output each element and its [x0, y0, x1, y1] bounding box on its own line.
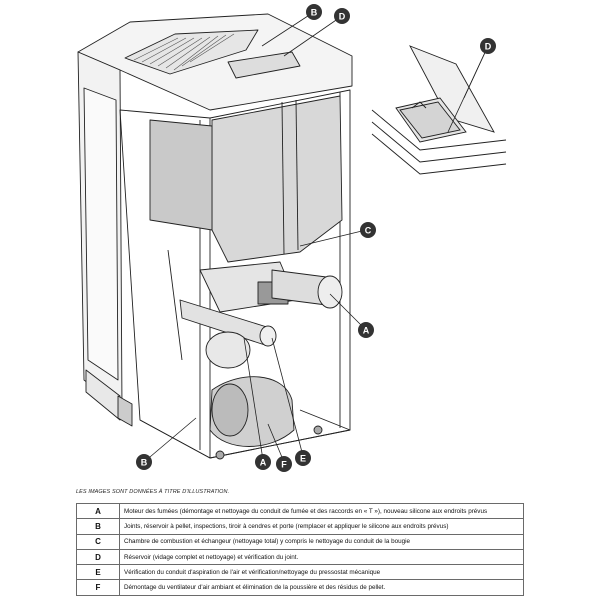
callout-d-top: D	[334, 8, 350, 24]
legend-key: D	[76, 548, 120, 566]
legend-description: Moteur des fumées (démontage et nettoyag…	[119, 502, 524, 520]
svg-text:A: A	[363, 326, 370, 336]
svg-text:F: F	[281, 460, 287, 470]
svg-text:C: C	[365, 226, 372, 236]
svg-text:A: A	[260, 458, 267, 468]
legend-description: Réservoir (vidage complet et nettoyage) …	[119, 548, 524, 566]
svg-text:B: B	[311, 8, 318, 18]
illustration-disclaimer: LES IMAGES SONT DONNÉES À TITRE D'ILLUST…	[76, 489, 230, 495]
legend-key: A	[76, 502, 120, 520]
legend-description: Démontage du ventilateur d'air ambiant e…	[119, 579, 524, 596]
top-grille	[124, 29, 259, 75]
stove-top-cover	[77, 13, 353, 111]
legend-row: B Joints, réservoir à pellet, inspection…	[76, 518, 524, 535]
callout-b-bottom: B	[136, 454, 152, 470]
callout-f: F	[276, 456, 292, 472]
maintenance-legend-table: A Moteur des fumées (démontage et nettoy…	[76, 502, 524, 596]
legend-description: Vérification du conduit d'aspiration de …	[119, 564, 524, 581]
legend-row: F Démontage du ventilateur d'air ambiant…	[76, 579, 524, 596]
callout-a-right: A	[358, 322, 374, 338]
callout-d-inset: D	[480, 38, 496, 54]
callout-e: E	[295, 450, 311, 466]
hopper-inset	[371, 42, 507, 180]
legend-key: C	[76, 533, 120, 550]
hopper-lid	[227, 51, 301, 79]
stove-cutaway-illustration: B D D C A B A F	[77, 4, 507, 472]
svg-text:E: E	[300, 454, 306, 464]
legend-description: Joints, réservoir à pellet, inspections,…	[119, 518, 524, 535]
legend-key: F	[76, 579, 120, 596]
bottom-foot	[117, 395, 133, 427]
legend-row: C Chambre de combustion et échangeur (ne…	[76, 533, 524, 550]
legend-row: E Vérification du conduit d'aspiration d…	[76, 564, 524, 581]
legend-description: Chambre de combustion et échangeur (nett…	[119, 533, 524, 550]
callout-a-bottom: A	[255, 454, 271, 470]
callout-b-top: B	[306, 4, 322, 20]
legend-key: E	[76, 564, 120, 581]
svg-text:B: B	[141, 458, 148, 468]
svg-text:D: D	[485, 42, 492, 52]
base-plate	[139, 409, 351, 459]
legend-key: B	[76, 518, 120, 535]
callout-c: C	[360, 222, 376, 238]
svg-text:D: D	[339, 12, 346, 22]
legend-row: A Moteur des fumées (démontage et nettoy…	[76, 502, 524, 520]
pellet-hopper	[211, 95, 343, 263]
legend-row: D Réservoir (vidage complet et nettoyage…	[76, 548, 524, 566]
